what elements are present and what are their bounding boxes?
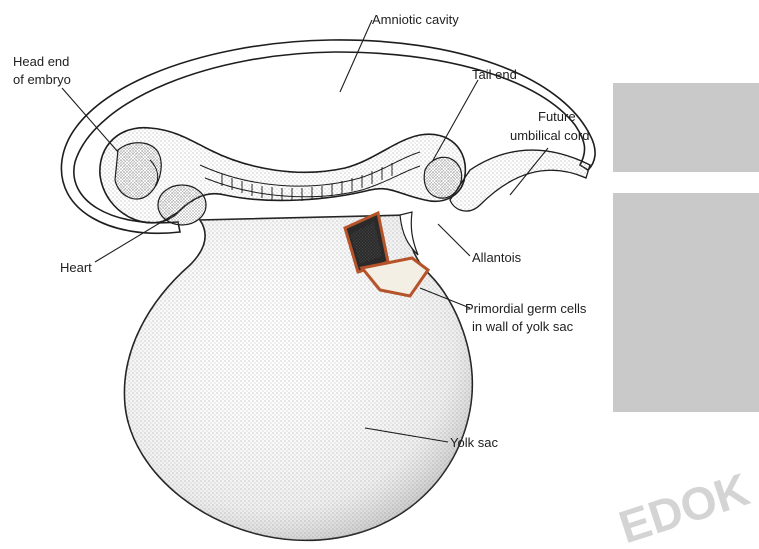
label-germ-cells-line1: Primordial germ cells [465,301,587,316]
label-amniotic-cavity: Amniotic cavity [372,12,459,27]
gray-panel-middle [613,193,759,412]
label-head-end-line1: Head end [13,54,69,69]
tail-curl [424,157,461,198]
label-germ-cells-line2: in wall of yolk sac [472,319,574,334]
label-head-end-line2: of embryo [13,72,71,87]
label-future-cord-line1: Future [538,109,576,124]
label-future-cord-line2: umbilical cord [510,128,589,143]
leader-allantois [438,224,470,256]
label-tail-end: Tail end [472,67,517,82]
gray-panel-top [613,83,759,172]
umbilical-cord [450,150,590,211]
label-heart: Heart [60,260,92,275]
label-yolk-sac: Yolk sac [450,435,498,450]
watermark-text: EDOK [613,463,755,544]
heart-bulge [158,185,206,225]
label-allantois: Allantois [472,250,522,265]
leader-amniotic-cavity [340,20,372,92]
